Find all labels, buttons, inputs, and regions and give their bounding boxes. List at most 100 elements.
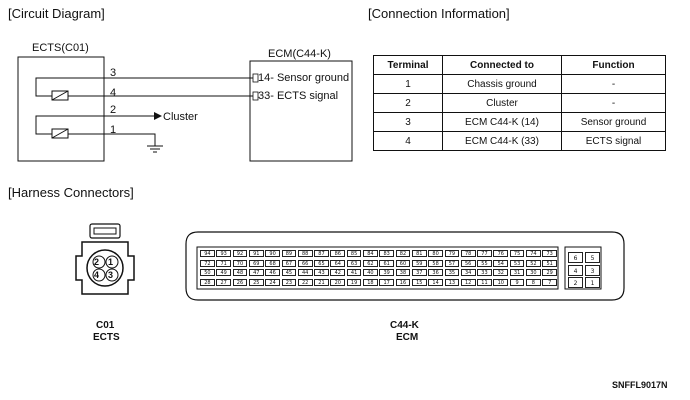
header-connected-to: Connected to <box>442 55 562 75</box>
ecm-label: ECM(C44-K) <box>268 48 331 60</box>
c44-pin: 15 <box>411 278 427 286</box>
c44-pin: 49 <box>216 269 232 276</box>
c44-side-pin: 5 <box>585 252 600 263</box>
c44-pin: 35 <box>444 269 460 276</box>
c44-pin: 8 <box>526 278 541 286</box>
c44-pin: 54 <box>493 259 509 267</box>
c44-pin: 31 <box>509 269 525 276</box>
c44-pin: 80 <box>428 250 443 257</box>
table-cell: Cluster <box>442 93 562 113</box>
c44-pin: 51 <box>542 259 558 267</box>
header-function: Function <box>561 55 666 75</box>
c44-pin: 58 <box>428 259 443 267</box>
c01-pin-label-2: 2 <box>94 257 100 267</box>
table-cell: 2 <box>373 93 443 113</box>
c44-pin: 50 <box>200 269 215 276</box>
connection-table: Terminal Connected to Function 1 Chassis… <box>373 55 666 151</box>
c01-pin-3 <box>105 268 119 282</box>
c44-pin: 59 <box>411 259 427 267</box>
c44-pin: 23 <box>281 278 297 286</box>
connection-info-title: [Connection Information] <box>368 6 510 21</box>
c44-pin: 26 <box>232 278 248 286</box>
c44-pin: 48 <box>232 269 248 276</box>
c44-pin: 11 <box>477 278 492 286</box>
c01-pin-label-3: 3 <box>108 270 114 280</box>
cluster-label: Cluster <box>163 111 198 123</box>
c44-pin: 70 <box>232 259 248 267</box>
table-row: 3 ECM C44-K (14) Sensor ground <box>373 112 666 132</box>
harness-connectors-title: [Harness Connectors] <box>8 185 134 200</box>
c44-pin: 40 <box>363 269 378 276</box>
c44-pin: 86 <box>330 250 346 257</box>
c44-side-pin: 4 <box>568 264 583 276</box>
c01-pin-1 <box>105 255 119 269</box>
c44-pin: 73 <box>542 250 558 257</box>
c01-pin-label-4: 4 <box>94 270 100 280</box>
c01-pin-2 <box>92 255 106 269</box>
c44-pin: 65 <box>314 259 329 267</box>
c44-pin: 90 <box>265 250 280 257</box>
c44-pin: 16 <box>395 278 411 286</box>
wire-number-2: 2 <box>110 104 117 116</box>
ecm-pin-14-label: 14- Sensor ground <box>258 72 350 84</box>
table-header-row: Terminal Connected to Function <box>373 55 666 75</box>
c44-name: ECM <box>396 332 419 343</box>
c44-pin: 29 <box>542 269 558 276</box>
c44-side-pin: 6 <box>568 252 583 263</box>
c44-pin: 7 <box>542 278 558 286</box>
c44-pin: 22 <box>297 278 313 286</box>
c44-pin: 42 <box>330 269 346 276</box>
lower-sensor-loop <box>35 115 104 135</box>
c01-pin-4 <box>92 268 106 282</box>
table-row: 1 Chassis ground - <box>373 74 666 94</box>
c01-connector <box>75 223 135 295</box>
ecm-pin-33-terminal <box>252 91 259 101</box>
c44-pin: 72 <box>200 259 215 267</box>
c44-pin: 88 <box>297 250 313 257</box>
c44-pin: 39 <box>379 269 395 276</box>
c44-pin: 61 <box>379 259 395 267</box>
c44-pin: 74 <box>526 250 541 257</box>
table-cell: 4 <box>373 131 443 151</box>
c44-pin: 41 <box>346 269 362 276</box>
c44-pin: 24 <box>265 278 280 286</box>
c44-pin: 82 <box>395 250 411 257</box>
c44-pin: 57 <box>444 259 460 267</box>
c44-pin: 30 <box>526 269 541 276</box>
circuit-diagram <box>17 56 353 162</box>
table-cell: Chassis ground <box>442 74 562 94</box>
c44-pin: 18 <box>363 278 378 286</box>
c44-pin: 91 <box>248 250 264 257</box>
table-row: 2 Cluster - <box>373 93 666 113</box>
c44-pin: 46 <box>265 269 280 276</box>
upper-sensor-loop <box>35 77 104 97</box>
c44-pin: 19 <box>346 278 362 286</box>
c44-pin: 37 <box>411 269 427 276</box>
c44-side-pin: 1 <box>585 277 600 288</box>
table-cell: ECM C44-K (33) <box>442 131 562 151</box>
table-cell: ECTS signal <box>561 131 666 151</box>
header-terminal: Terminal <box>373 55 443 75</box>
c44-pin: 52 <box>526 259 541 267</box>
c44-pin: 56 <box>460 259 476 267</box>
c44-pin: 81 <box>411 250 427 257</box>
c44-pin: 17 <box>379 278 395 286</box>
c44-pin: 60 <box>395 259 411 267</box>
c44-pin: 47 <box>248 269 264 276</box>
c44-pin: 10 <box>493 278 509 286</box>
c01-name: ECTS <box>93 332 120 343</box>
c44-pin: 21 <box>314 278 329 286</box>
circuit-diagram-title: [Circuit Diagram] <box>8 6 105 21</box>
ecm-pin-14-terminal <box>252 73 259 83</box>
table-cell: ECM C44-K (14) <box>442 112 562 132</box>
c44-pin: 55 <box>477 259 492 267</box>
c44-pin: 92 <box>232 250 248 257</box>
c44-pin: 67 <box>281 259 297 267</box>
table-row: 4 ECM C44-K (33) ECTS signal <box>373 131 666 151</box>
table-cell: - <box>561 74 666 94</box>
figure-code: SNFFL9017N <box>612 380 668 390</box>
c44-code: C44-K <box>390 320 419 331</box>
ecm-pin-33-label: 33- ECTS signal <box>258 90 339 102</box>
c44-pin: 28 <box>200 278 215 286</box>
